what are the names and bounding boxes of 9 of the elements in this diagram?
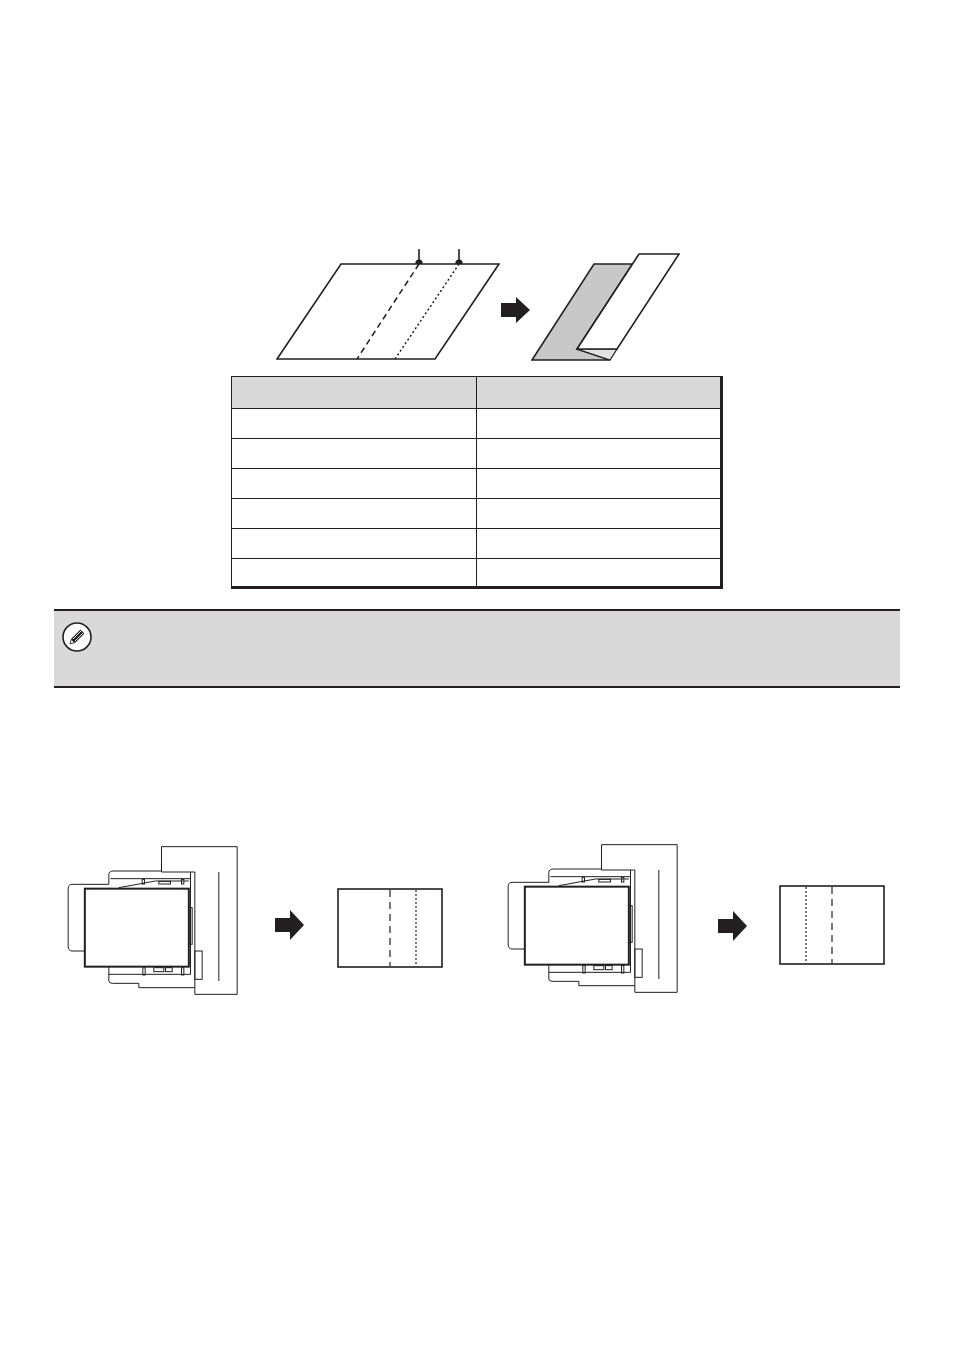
block-arrow	[275, 910, 304, 940]
block-arrow	[501, 297, 530, 323]
flat-sheet-drawing	[276, 263, 500, 360]
block-arrow	[718, 911, 747, 941]
folded-sheet-drawing	[531, 253, 680, 362]
machine-with-paper-drawing	[507, 844, 679, 994]
sheet-with-fold-lines-drawing	[337, 888, 443, 968]
machine-with-paper-drawing	[67, 846, 239, 996]
sheet-with-fold-lines-drawing	[779, 885, 885, 965]
